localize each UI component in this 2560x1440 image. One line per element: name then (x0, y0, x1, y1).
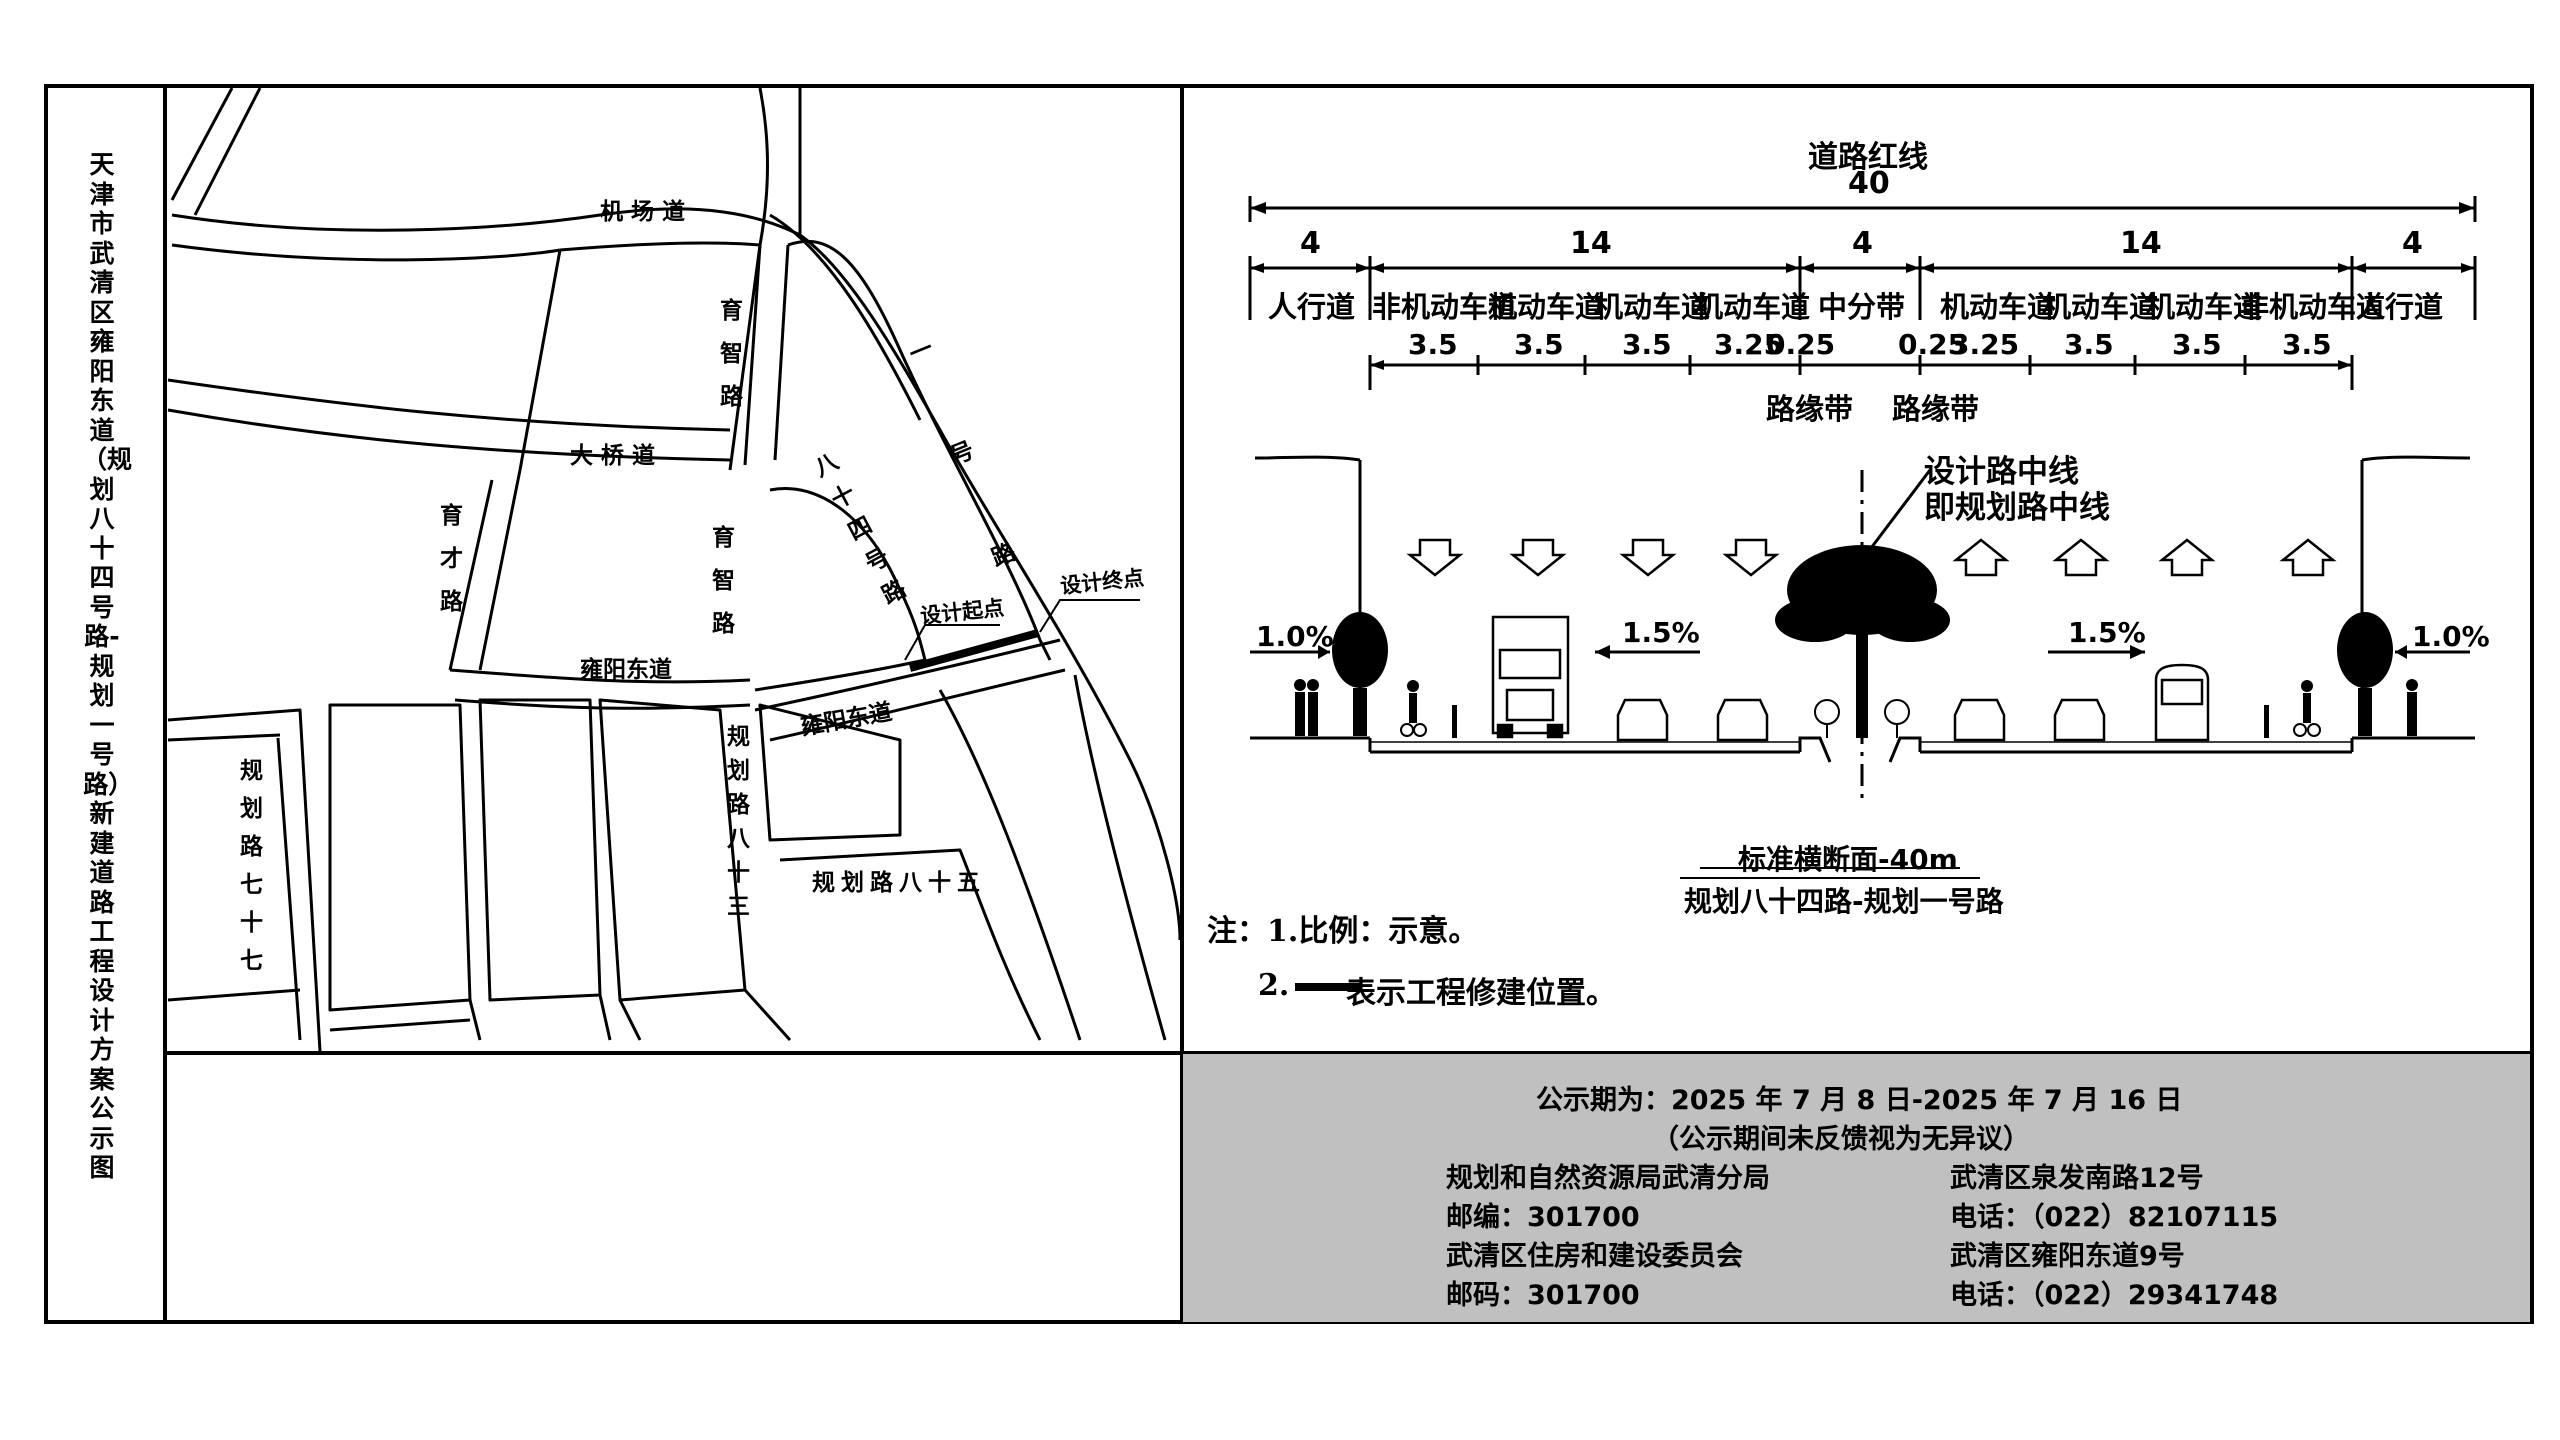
centerline-label-1: 设计路中线 (1924, 454, 2079, 490)
org2-name: 武清区住房和建设委员会 (1446, 1241, 1743, 1272)
tree-left (1332, 612, 1388, 688)
group-width-3: 4 (1852, 226, 1873, 261)
tree-right (2337, 612, 2393, 688)
lane-name-sidewalk-right: 人行道 (2356, 290, 2444, 324)
org2-address: 武清区雍阳东道9号 (1950, 1241, 2185, 1272)
lane-name-median: 中分带 (1818, 290, 1906, 324)
location-map (167, 88, 1180, 1051)
org2-phone: 电话：（022）29341748 (1950, 1280, 2279, 1311)
red-line-label: 道路红线 (1808, 140, 1928, 175)
map-road-label-85: 规划路八十五 (812, 870, 986, 896)
group-width-2: 14 (1570, 226, 1612, 261)
slope-inner-left: 1.5% (1622, 616, 1700, 649)
lane-name-motor-left-1: 机动车道 (1488, 290, 1605, 324)
lane-name-motor-left-2: 机动车道 (1594, 290, 1711, 324)
curb-strip-right-label: 路缘带 (1892, 392, 1980, 426)
sub-width-r1: 0.25 (1898, 328, 1968, 361)
document-title: 天津市武清区雍阳东道（规划八十四号路-规划一号路）新建道路工程设计方案公示图 (82, 150, 133, 1182)
sub-width-l4: 3.25 (1714, 328, 1784, 361)
curb-strip-left-label: 路缘带 (1766, 392, 1854, 426)
lane-name-motor-right-3: 机动车道 (2146, 290, 2263, 324)
group-width-1: 4 (1300, 226, 1321, 261)
lane-name-motor-right-1: 机动车道 (1940, 290, 2057, 324)
car-icon (1616, 698, 1669, 742)
org1-postcode: 邮编：301700 (1446, 1202, 1640, 1233)
map-road-label-yucai: 育才路 (440, 503, 463, 615)
total-width-label: 40 (1848, 166, 1890, 201)
org1-phone: 电话：（022）82107115 (1950, 1202, 2279, 1233)
announcement-panel (1183, 1054, 2530, 1322)
sub-width-r5: 3.5 (2282, 328, 2332, 361)
slope-outer-right: 1.0% (2412, 620, 2490, 653)
car-icon (1716, 698, 1769, 742)
center-divider (1180, 84, 1184, 1324)
map-road-label-daqiao: 大 桥 道 (570, 443, 656, 469)
note-2-prefix: 2. (1258, 968, 1290, 1003)
outer-frame (44, 84, 2534, 1324)
cross-section-drawing (1248, 196, 2477, 991)
group-width-5: 4 (2402, 226, 2423, 261)
bus-icon (2154, 663, 2210, 742)
median-tree (1775, 545, 1950, 738)
sub-width-r2: 3.25 (1950, 328, 2020, 361)
sub-width-l2: 3.5 (1514, 328, 1564, 361)
note-1: 注：1.比例：示意。 (1207, 914, 1479, 949)
section-road-name: 规划八十四路-规划一号路 (1684, 885, 2004, 918)
map-road-label-yuzhi-top: 育智路 (720, 298, 743, 410)
sub-width-r3: 3.5 (2064, 328, 2114, 361)
centerline-label-2: 即规划路中线 (1924, 490, 2110, 526)
announcement-period: 公示期为：2025 年 7 月 8 日-2025 年 7 月 16 日 (1536, 1085, 2183, 1116)
note-2-text: 表示工程修建位置。 (1346, 976, 1616, 1011)
slope-inner-right: 1.5% (2068, 616, 2146, 649)
map-road-label-yuzhi-mid: 育智路 (712, 525, 735, 637)
lane-name-motor-right-2: 机动车道 (2042, 290, 2159, 324)
sub-width-l1: 3.5 (1408, 328, 1458, 361)
section-caption: 标准横断面-40m (1738, 843, 1958, 876)
map-road-label-yongyang-left: 雍阳东道 (580, 657, 672, 683)
car-icon (1953, 698, 2006, 742)
car-icon (2053, 698, 2106, 742)
map-road-label-83: 规划路八十三 (727, 724, 750, 920)
bottom-row-divider (163, 1051, 2534, 1055)
lane-name-sidewalk-left: 人行道 (1268, 290, 1356, 324)
lane-name-nonmotor-right: 非机动车道 (2240, 290, 2386, 324)
truck-icon (1491, 615, 1570, 739)
group-width-4: 14 (2120, 226, 2162, 261)
slope-outer-left: 1.0% (1256, 620, 1334, 653)
org1-address: 武清区泉发南路12号 (1950, 1163, 2204, 1194)
lane-name-motor-left-3: 机动车道 (1694, 290, 1811, 324)
announcement-remark: （公示期间未反馈视为无异议） (1652, 1124, 2030, 1155)
org1-name: 规划和自然资源局武清分局 (1446, 1163, 1770, 1194)
org2-postcode: 邮码：301700 (1446, 1280, 1640, 1311)
sub-width-l3: 3.5 (1622, 328, 1672, 361)
title-column-divider (163, 84, 167, 1324)
project-location-line (908, 629, 1040, 672)
sub-width-r4: 3.5 (2172, 328, 2222, 361)
map-road-label-77: 规划路七十七 (240, 758, 263, 974)
lane-name-nonmotor-left: 非机动车道 (1372, 290, 1518, 324)
map-road-label-jichang: 机 场 道 (600, 199, 686, 225)
sub-width-l5: 0.25 (1766, 328, 1836, 361)
